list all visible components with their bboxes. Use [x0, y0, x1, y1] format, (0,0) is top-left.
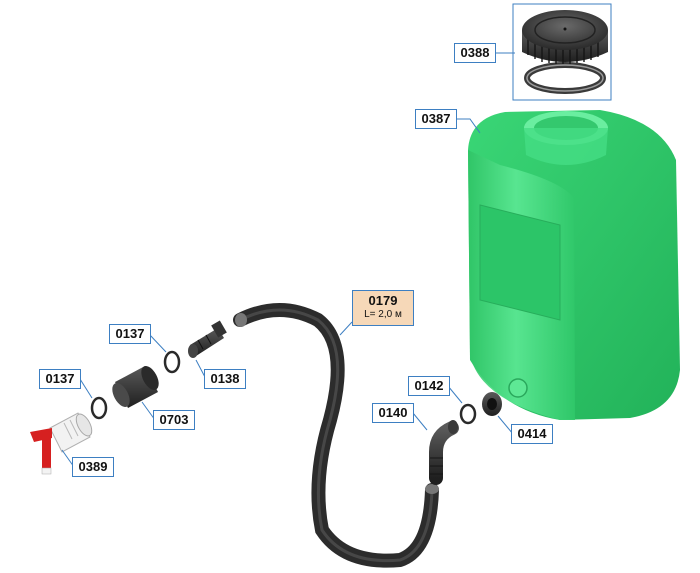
oring-upper-part: [163, 350, 181, 374]
tank-oring-part: [459, 403, 477, 425]
label-tap: 0389: [72, 457, 114, 477]
tank-part: [468, 110, 680, 420]
label-hose-length: L= 2,0 м: [364, 309, 402, 320]
label-cap: 0388: [454, 43, 496, 63]
label-tank: 0387: [415, 109, 457, 129]
hose-part: [233, 303, 439, 568]
label-oring-upper: 0137: [109, 324, 151, 344]
label-hose-fitting: 0138: [204, 369, 246, 389]
leader-lines: [61, 52, 515, 468]
adapter-part: [112, 366, 159, 408]
label-elbow: 0140: [372, 403, 414, 423]
label-hose: 0179 L= 2,0 м: [352, 290, 414, 326]
cap-part: [522, 10, 608, 94]
oring-lower-part: [90, 396, 108, 420]
label-adapter: 0703: [153, 410, 195, 430]
elbow-part: [429, 420, 459, 485]
label-hose-code: 0179: [368, 293, 398, 308]
tap-part: [30, 412, 93, 475]
label-oring-lower: 0137: [39, 369, 81, 389]
hose-fitting-part: [188, 320, 227, 358]
nut-part: [482, 392, 502, 416]
label-tank-oring: 0142: [408, 376, 450, 396]
label-nut: 0414: [511, 424, 553, 444]
